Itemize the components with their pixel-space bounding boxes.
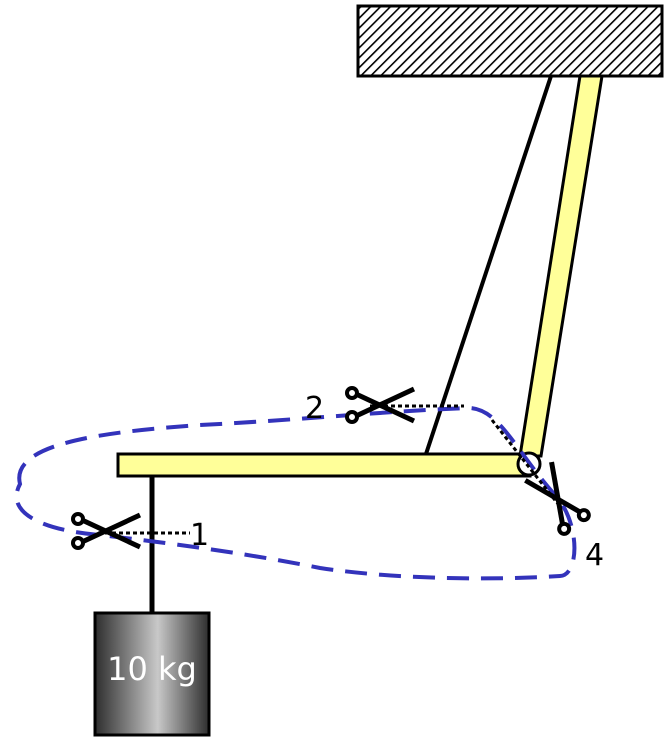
scissors-icon (524, 461, 591, 536)
support-cable (424, 75, 553, 455)
ceiling-support (356, 4, 664, 78)
cut-line-4 (490, 419, 560, 505)
mass-block (93, 611, 211, 737)
cut-label-1: 1 (190, 518, 209, 553)
horizontal-beam (116, 452, 532, 478)
scissors-icon (345, 386, 416, 424)
slanted-strut (518, 74, 604, 458)
cut-label-2: 2 (305, 391, 324, 426)
system-boundary (14, 405, 577, 581)
mass-label: 10 kg (107, 650, 197, 688)
scissors-icon (71, 512, 142, 550)
cut-label-4: 4 (585, 538, 604, 573)
